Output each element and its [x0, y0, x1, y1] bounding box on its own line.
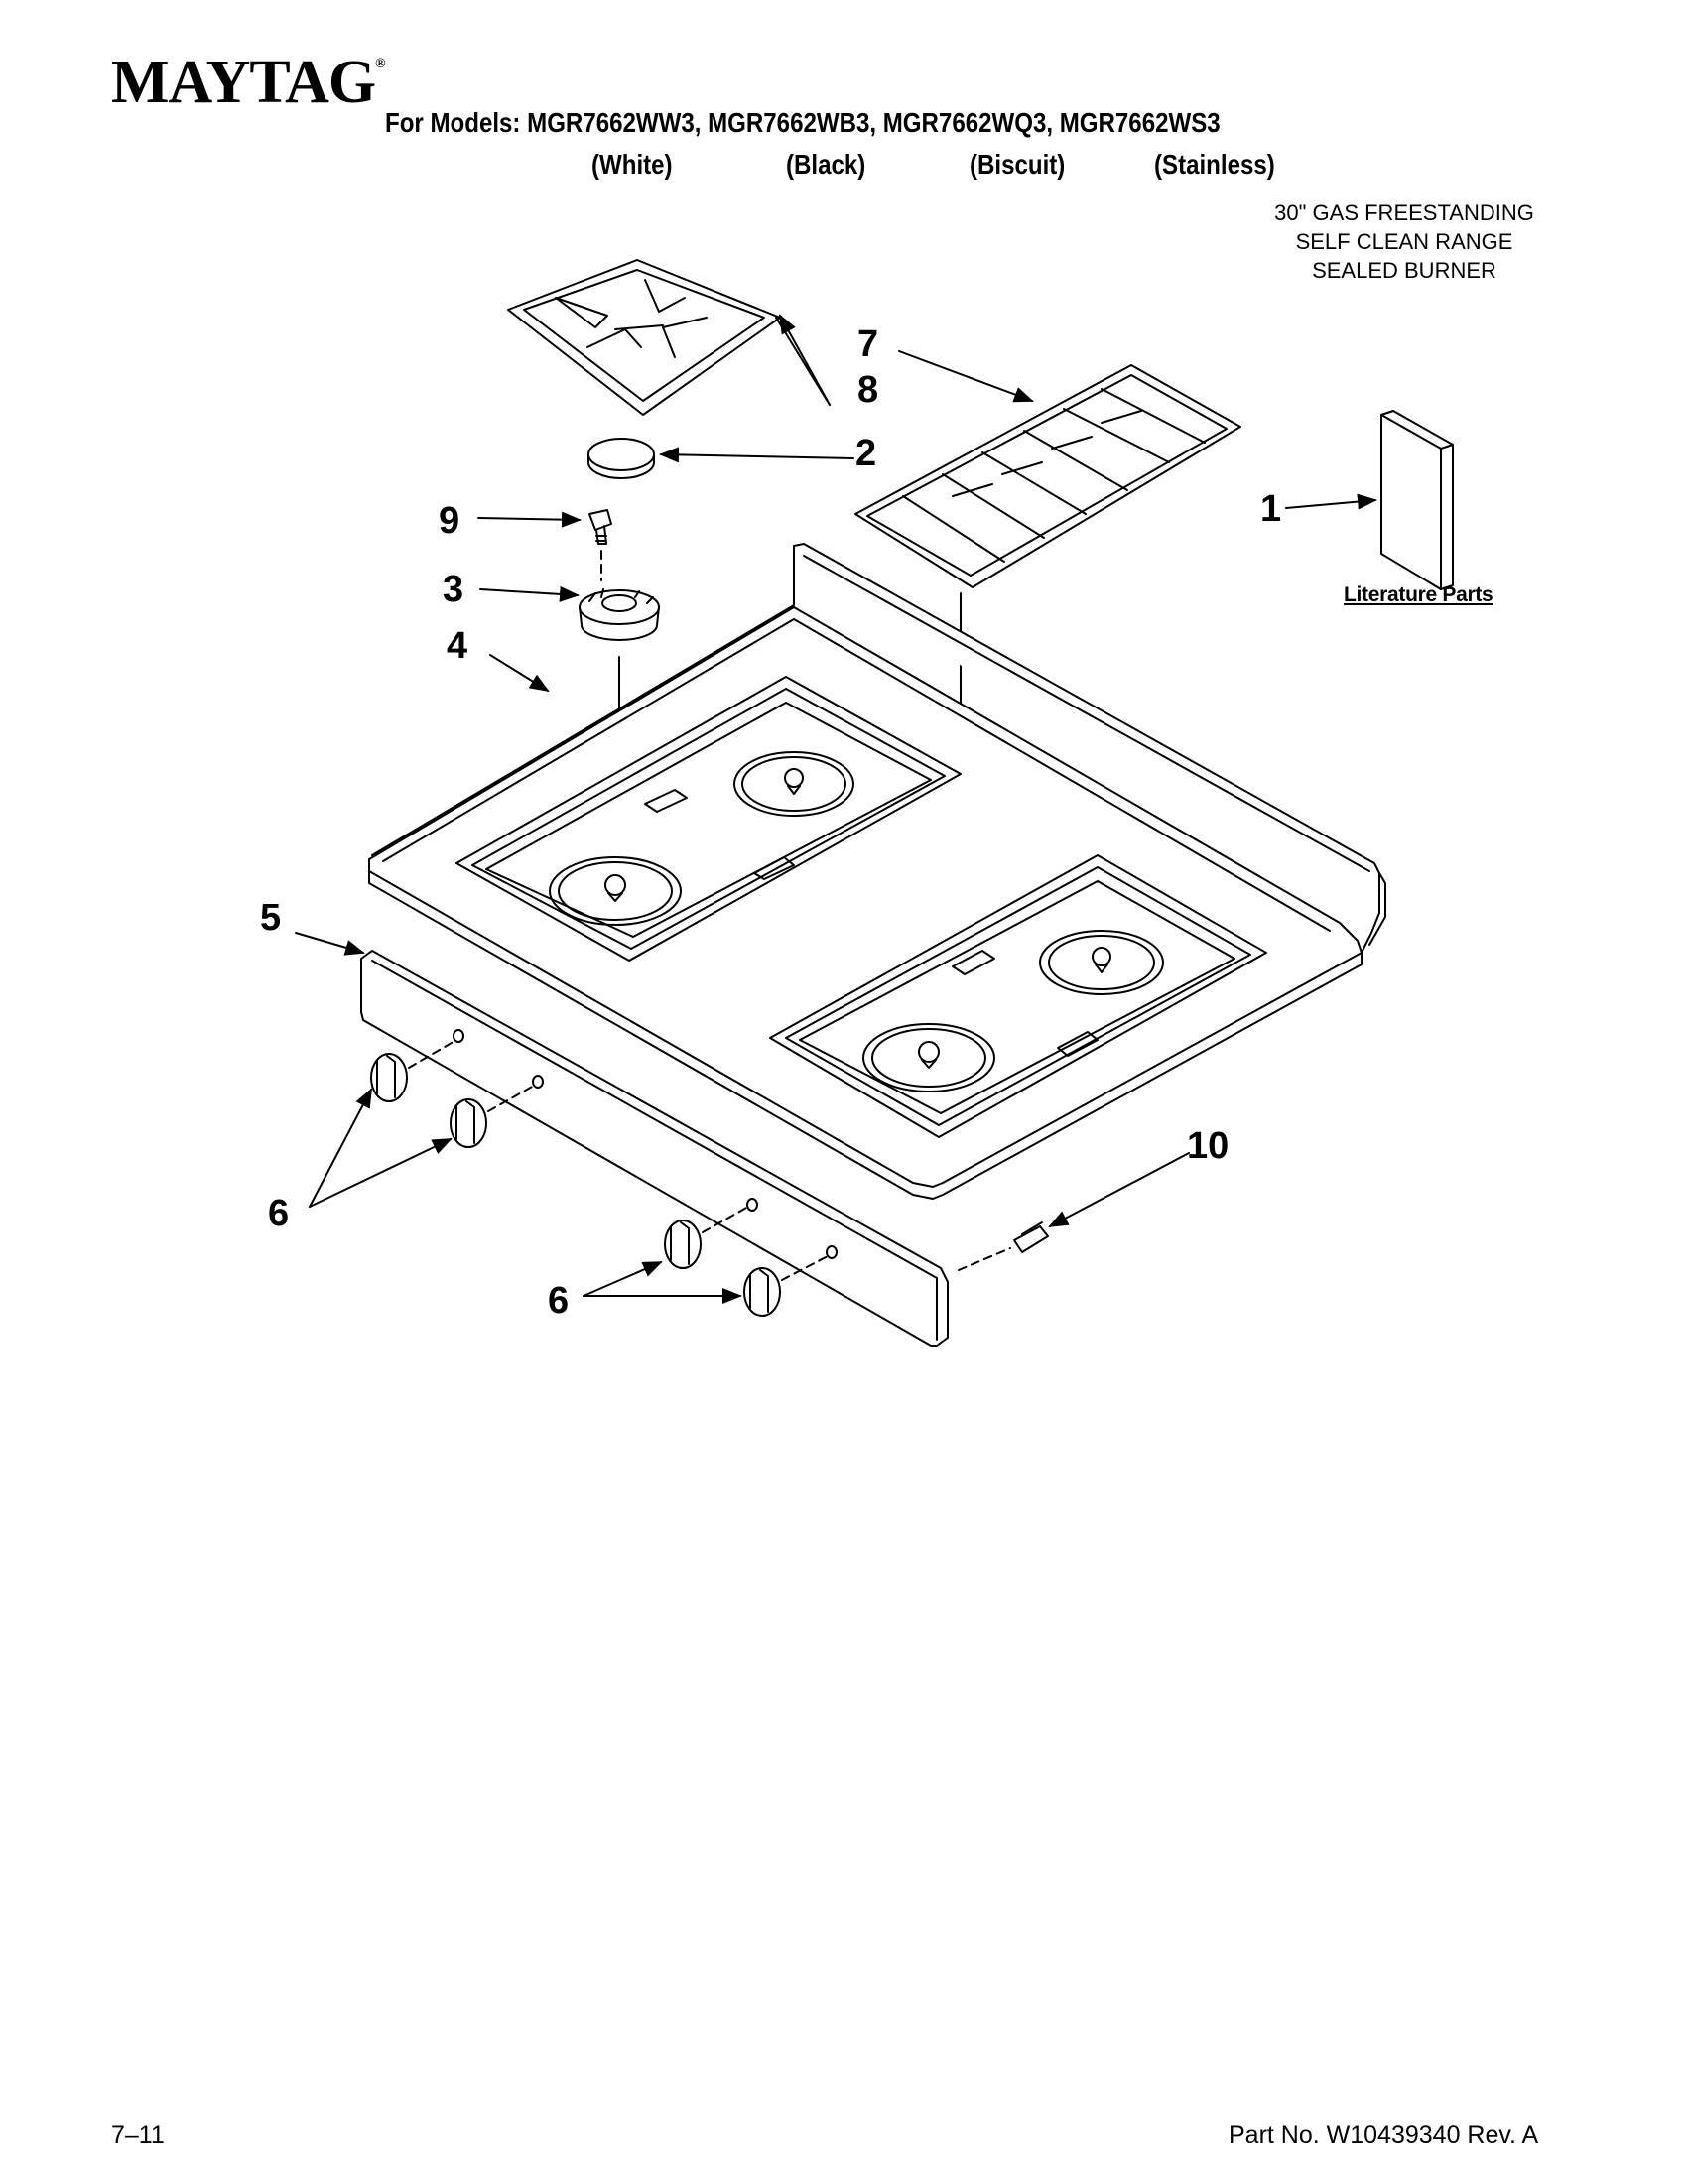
literature-booklet [1380, 410, 1454, 590]
description-line: 30" GAS FREESTANDING [1274, 200, 1534, 225]
callout-4: 4 [447, 625, 468, 667]
screw [1013, 1221, 1049, 1253]
description-line: SELF CLEAN RANGE [1295, 229, 1513, 254]
control-panel [360, 950, 949, 1347]
callout-3: 3 [443, 569, 464, 610]
color-white: (White) [591, 149, 673, 180]
right-grate [854, 364, 1241, 588]
burner-base [579, 588, 660, 641]
callout-7: 7 [857, 323, 879, 365]
burner-cap [587, 438, 655, 479]
callout-6: 6 [268, 1193, 290, 1234]
color-stainless: (Stainless) [1154, 149, 1275, 180]
literature-parts-label: Literature Parts [1344, 583, 1493, 606]
knob [450, 1098, 487, 1148]
callout-10: 10 [1187, 1125, 1230, 1167]
knob [743, 1267, 781, 1317]
callout-5: 5 [260, 897, 282, 939]
left-grate [507, 259, 781, 416]
description-line: SEALED BURNER [1312, 258, 1496, 283]
knob [370, 1053, 408, 1102]
cooktop [368, 543, 1386, 1200]
callout-8: 8 [857, 369, 879, 411]
range-description: 30" GAS FREESTANDING SELF CLEAN RANGE SE… [1221, 198, 1588, 285]
color-black: (Black) [786, 149, 866, 180]
callout-1: 1 [1260, 488, 1282, 530]
brand-logo: MAYTAG® [111, 49, 386, 116]
models-line: For Models: MGR7662WW3, MGR7662WB3, MGR7… [385, 107, 1221, 138]
knob [664, 1220, 702, 1269]
screw [588, 509, 612, 545]
callout-9: 9 [439, 500, 460, 542]
callout-6: 6 [548, 1280, 570, 1322]
color-biscuit: (Biscuit) [970, 149, 1066, 180]
part-number: Part No. W10439340 Rev. A [1229, 2121, 1539, 2149]
page-number: 7–11 [111, 2121, 165, 2149]
callout-2: 2 [855, 433, 877, 474]
